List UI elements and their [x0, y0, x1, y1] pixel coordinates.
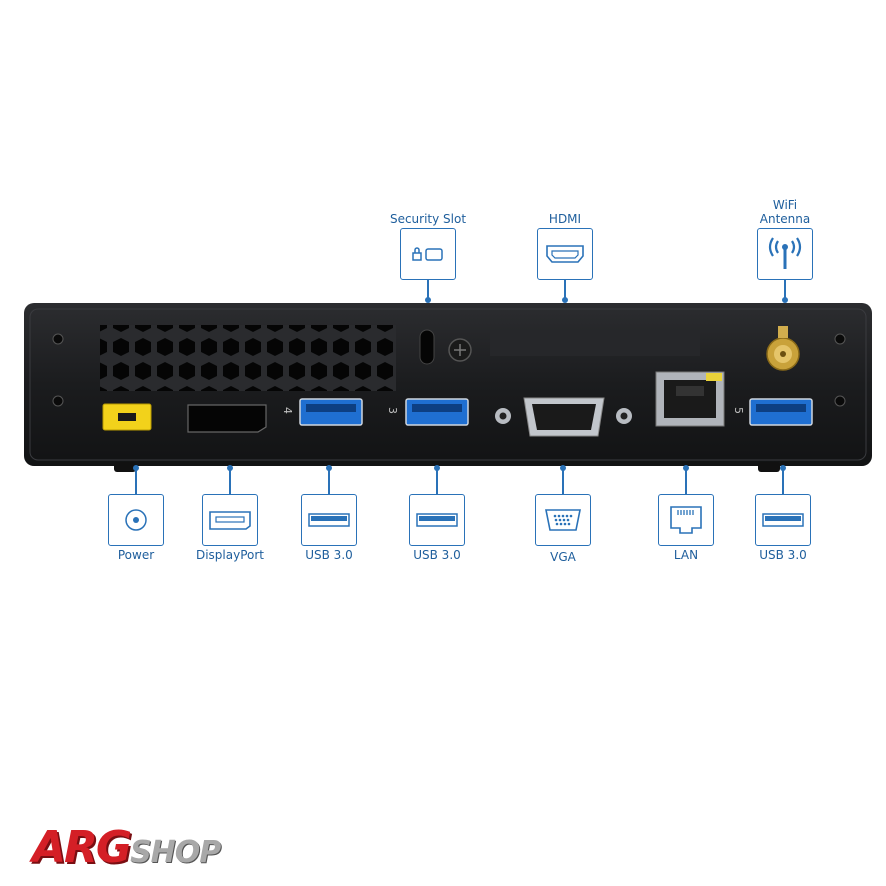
callout-power — [108, 494, 164, 546]
callout-usb-c — [755, 494, 811, 546]
label-lan: LAN — [673, 548, 699, 562]
leader-hdmi — [564, 280, 566, 300]
label-vga: VGA — [550, 550, 576, 564]
label-power: Power — [117, 548, 155, 562]
argshop-logo: ARGSHOP — [32, 822, 221, 873]
leader-lan — [685, 468, 687, 494]
leader-dot-hdmi — [562, 297, 568, 303]
logo-arg: ARG — [32, 822, 132, 873]
wifi-antenna-icon — [768, 237, 802, 269]
callout-lan — [658, 494, 714, 546]
lan-icon — [670, 506, 702, 534]
leader-usb-a — [328, 468, 330, 494]
leader-power — [135, 468, 137, 494]
callout-displayport — [202, 494, 258, 546]
leader-displayport — [229, 468, 231, 494]
usb-port-number-3: 3 — [386, 407, 399, 414]
leader-dot-security-slot — [425, 297, 431, 303]
leader-dot-wifi — [782, 297, 788, 303]
lock-icon — [412, 247, 443, 261]
usb-port-number-5: 5 — [732, 407, 745, 414]
leader-usb-b — [436, 468, 438, 494]
callout-wifi-antenna — [757, 228, 813, 280]
displayport-icon — [209, 511, 251, 530]
power-icon — [125, 509, 147, 531]
leader-wifi — [784, 280, 786, 300]
label-usb-b: USB 3.0 — [413, 548, 461, 562]
usb-icon — [308, 513, 350, 527]
label-security-slot: Security Slot — [389, 212, 467, 226]
leader-vga — [562, 468, 564, 494]
callout-usb-a — [301, 494, 357, 546]
hdmi-icon — [546, 245, 584, 263]
label-wifi-line1: WiFi — [772, 198, 798, 212]
callout-usb-b — [409, 494, 465, 546]
callout-vga — [535, 494, 591, 546]
logo-shop: SHOP — [130, 835, 221, 870]
leader-usb-c — [782, 468, 784, 494]
label-usb-c: USB 3.0 — [759, 548, 807, 562]
usb-icon — [416, 513, 458, 527]
usb-icon — [762, 513, 804, 527]
callout-security-slot — [400, 228, 456, 280]
usb-port-number-4: 4 — [281, 407, 294, 414]
leader-security-slot — [427, 280, 429, 300]
label-displayport: DisplayPort — [195, 548, 265, 562]
label-usb-a: USB 3.0 — [305, 548, 353, 562]
label-hdmi: HDMI — [548, 212, 582, 226]
label-wifi-line2: Antenna — [759, 212, 811, 226]
callout-hdmi — [537, 228, 593, 280]
vga-icon — [545, 509, 581, 531]
